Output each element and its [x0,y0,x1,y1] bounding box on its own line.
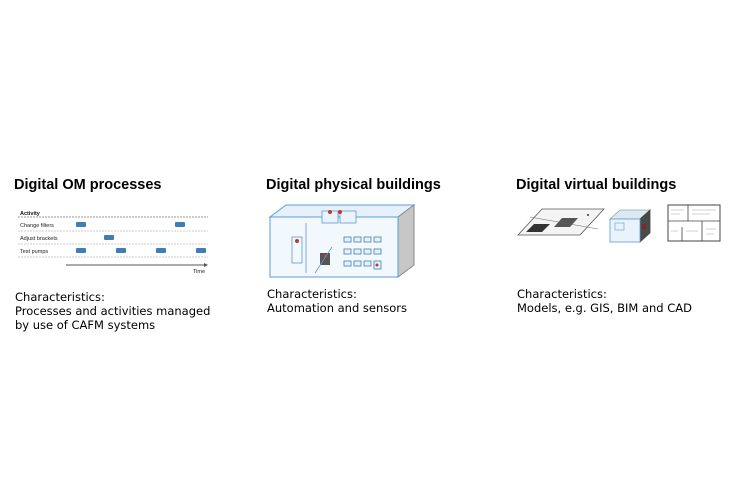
sensor-icon [375,263,379,267]
characteristics-line: Models, e.g. GIS, BIM and CAD [517,301,692,315]
building-sensors-icon [268,204,416,278]
virtual-buildings-title: Digital virtual buildings [516,177,677,193]
virtual-buildings-description: Characteristics: Models, e.g. GIS, BIM a… [517,287,692,315]
gis-map-icon [517,208,605,236]
gantt-header: Activity [20,211,41,217]
virtual-models-icon [517,204,721,243]
physical-buildings-description: Characteristics: Automation and sensors [267,287,407,315]
cad-floorplan-icon [667,204,721,242]
gantt-schedule-icon: Activity Change filters Adjust brackets … [18,211,208,275]
gantt-bar [76,222,86,227]
gantt-row-label: Adjust brackets [20,236,58,242]
om-processes-description: Characteristics: Processes and activitie… [15,290,210,332]
gantt-bar [196,248,206,253]
gantt-row-label: Change filters [20,223,54,229]
bim-model-icon [608,209,652,243]
sensor-icon [338,210,342,214]
characteristics-line: Processes and activities managed [15,304,211,318]
physical-buildings-title: Digital physical buildings [266,177,441,193]
gantt-bar [104,235,114,240]
sensor-icon [295,239,299,243]
om-processes-title: Digital OM processes [14,177,162,193]
gantt-bar [76,248,86,253]
characteristics-heading: Characteristics: [15,290,105,304]
characteristics-line: by use of CAFM systems [15,318,156,332]
gantt-axis-label: Time [193,269,205,275]
characteristics-heading: Characteristics: [517,287,607,301]
gantt-bar [175,222,185,227]
gantt-row-label: Test pumps [20,249,48,255]
characteristics-heading: Characteristics: [267,287,357,301]
characteristics-line: Automation and sensors [267,301,408,315]
sensor-icon [328,210,332,214]
gantt-bar [116,248,126,253]
gantt-bar [156,248,166,253]
